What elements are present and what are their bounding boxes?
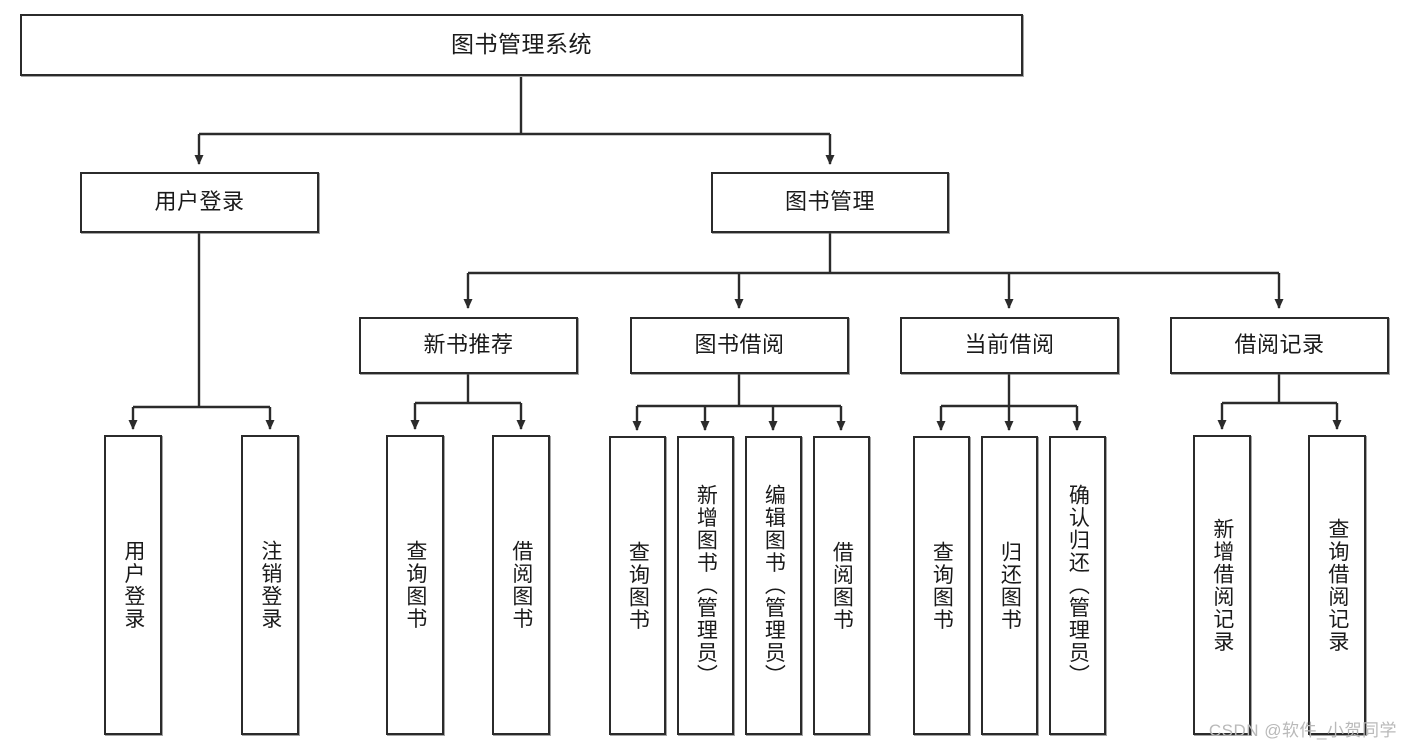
node-leaf-query-book-3[interactable]: 查询图书 xyxy=(913,436,970,735)
node-root-system[interactable]: 图书管理系统 xyxy=(20,14,1023,76)
node-leaf-add-book[interactable]: 新增图书（管理员） xyxy=(677,436,734,735)
edges-new-book-rec-to-leaves xyxy=(410,374,526,430)
watermark-text: CSDN @软件_小贺同学 xyxy=(1208,721,1397,740)
node-leaf-add-borrow-record[interactable]: 新增借阅记录 xyxy=(1193,435,1251,735)
node-book-manage[interactable]: 图书管理 xyxy=(711,172,949,233)
node-leaf-query-book-2[interactable]: 查询图书 xyxy=(609,436,666,735)
edges-user-login-to-leaves xyxy=(128,232,275,430)
node-borrow-record[interactable]: 借阅记录 xyxy=(1170,317,1389,374)
node-leaf-user-logout-label: 注销登录 xyxy=(258,540,282,630)
node-leaf-add-borrow-record-label: 新增借阅记录 xyxy=(1210,517,1234,653)
node-new-book-recommend-label: 新书推荐 xyxy=(423,332,514,358)
node-leaf-user-logout[interactable]: 注销登录 xyxy=(241,435,299,735)
node-leaf-user-login[interactable]: 用户登录 xyxy=(104,435,162,735)
node-leaf-query-book-1[interactable]: 查询图书 xyxy=(386,435,444,735)
edges-root-to-level2 xyxy=(194,77,835,165)
node-leaf-query-borrow-record-label: 查询借阅记录 xyxy=(1325,517,1349,653)
edges-book-manage-to-level3 xyxy=(463,232,1284,309)
edges-book-borrow-to-leaves xyxy=(632,374,846,431)
node-leaf-confirm-return[interactable]: 确认归还（管理员） xyxy=(1049,436,1106,735)
node-leaf-return-book[interactable]: 归还图书 xyxy=(981,436,1038,735)
node-current-borrow[interactable]: 当前借阅 xyxy=(900,317,1119,374)
node-leaf-return-book-label: 归还图书 xyxy=(998,540,1022,631)
node-current-borrow-label: 当前借阅 xyxy=(964,332,1055,358)
node-root-label: 图书管理系统 xyxy=(451,31,592,58)
node-book-borrow-label: 图书借阅 xyxy=(694,332,785,358)
node-leaf-query-book-1-label: 查询图书 xyxy=(403,540,427,630)
node-leaf-user-login-label: 用户登录 xyxy=(121,540,145,630)
node-leaf-borrow-book-1-label: 借阅图书 xyxy=(509,540,533,630)
edges-borrow-record-to-leaves xyxy=(1217,374,1342,430)
node-leaf-query-book-3-label: 查询图书 xyxy=(930,540,954,631)
node-leaf-confirm-return-label: 确认归还（管理员） xyxy=(1066,484,1090,687)
node-borrow-record-label: 借阅记录 xyxy=(1234,332,1325,358)
node-leaf-edit-book[interactable]: 编辑图书（管理员） xyxy=(745,436,802,735)
node-user-login-label: 用户登录 xyxy=(154,189,245,215)
edges-current-borrow-to-leaves xyxy=(936,374,1082,431)
node-leaf-borrow-book-1[interactable]: 借阅图书 xyxy=(492,435,550,735)
node-user-login[interactable]: 用户登录 xyxy=(80,172,319,233)
node-leaf-edit-book-label: 编辑图书（管理员） xyxy=(762,484,786,687)
node-leaf-query-borrow-record[interactable]: 查询借阅记录 xyxy=(1308,435,1366,735)
node-leaf-query-book-2-label: 查询图书 xyxy=(626,540,650,631)
node-leaf-borrow-book-2-label: 借阅图书 xyxy=(830,540,854,631)
node-book-manage-label: 图书管理 xyxy=(784,189,875,215)
node-leaf-borrow-book-2[interactable]: 借阅图书 xyxy=(813,436,870,735)
node-new-book-recommend[interactable]: 新书推荐 xyxy=(359,317,578,374)
node-book-borrow[interactable]: 图书借阅 xyxy=(630,317,849,374)
node-leaf-add-book-label: 新增图书（管理员） xyxy=(694,484,718,687)
